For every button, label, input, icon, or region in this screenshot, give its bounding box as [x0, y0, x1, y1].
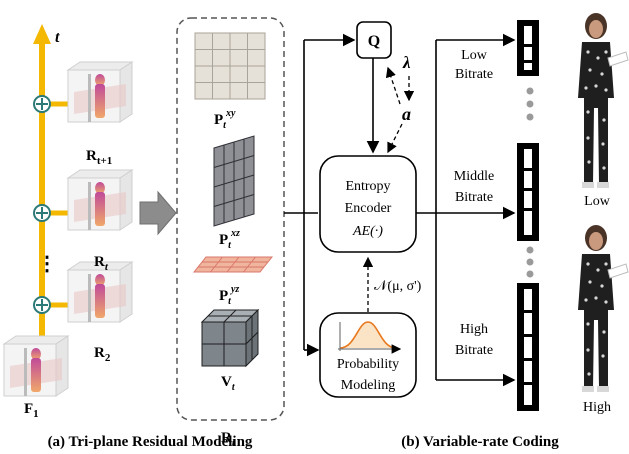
- quantizer-label: Q: [368, 33, 380, 50]
- middle-bitrate-line2: Bitrate: [455, 190, 493, 205]
- caption-left: (a) Tri-plane Residual Modeling: [48, 434, 253, 450]
- arrow-a-to-encoder: [387, 123, 403, 154]
- bitstream-middle: [517, 143, 539, 241]
- probability-modeling-box: Probability Modeling: [319, 312, 417, 398]
- dots-lower: [526, 246, 534, 278]
- encoder-line1: Entropy: [345, 179, 390, 194]
- bitstream-high: [517, 283, 539, 411]
- add-node-2: [33, 204, 51, 222]
- plane-yz-label: Ptyz: [219, 284, 239, 307]
- keyframe-thumbnail: [2, 335, 70, 397]
- render-high: [578, 225, 629, 392]
- residual-thumbnail-2: [66, 169, 134, 231]
- high-bitrate-line1: High: [460, 322, 488, 337]
- frame-label-2: R2: [94, 345, 111, 364]
- render-low: [578, 13, 629, 188]
- frame-label-t-plus-1: Rt+1: [86, 148, 112, 167]
- encoder-line3: AE(·): [352, 224, 383, 239]
- middle-bitrate-line1: Middle: [454, 169, 494, 184]
- gaussian-icon: [339, 321, 397, 349]
- dots-upper: [526, 87, 534, 121]
- flow-arrow-icon: [139, 190, 177, 236]
- prob-line1: Probability: [337, 357, 399, 372]
- residual-thumbnail-1: [66, 61, 134, 123]
- caption-right: (b) Variable-rate Coding: [401, 434, 559, 450]
- prob-line2: Modeling: [341, 378, 395, 393]
- residual-group-box: [176, 17, 285, 421]
- render-low-label: Low: [584, 194, 611, 209]
- arrow-a-to-q: [385, 66, 401, 105]
- timeline-ellipsis: ⋮: [37, 253, 57, 275]
- plane-xz-label: Ptxz: [219, 228, 240, 251]
- quantizer-box: Q: [356, 21, 392, 59]
- add-node-3: [33, 296, 51, 314]
- plane-xy-label: Ptxy: [214, 108, 236, 131]
- residual-group: Ptxy Ptxz Ptyz: [176, 17, 285, 421]
- distribution-label: 𝒩(μ, σ'): [374, 279, 422, 294]
- time-axis-arrowhead: [33, 24, 51, 44]
- render-high-label: High: [583, 400, 611, 415]
- frame-label-1: F1: [24, 401, 39, 420]
- time-axis-label: t: [55, 29, 60, 46]
- bitstream-low: [517, 20, 539, 76]
- volume-cube: [200, 308, 260, 368]
- plane-xy: [194, 32, 266, 100]
- low-bitrate-line2: Bitrate: [455, 67, 493, 82]
- low-bitrate-line1: Low: [461, 48, 488, 63]
- volume-label: Vt: [221, 374, 236, 393]
- timeline: t ⋮: [33, 24, 70, 345]
- a-label: a: [402, 104, 411, 124]
- frame-label-t: Rt: [94, 254, 109, 273]
- lambda-label: λ: [402, 53, 411, 72]
- residual-group-label: Rt: [221, 430, 236, 449]
- residual-thumbnail-3: [66, 261, 134, 323]
- add-node-1: [33, 95, 51, 113]
- high-bitrate-line2: Bitrate: [455, 343, 493, 358]
- plane-yz: [192, 256, 274, 273]
- plane-xz: [213, 135, 255, 227]
- encoder-line2: Encoder: [345, 201, 392, 216]
- entropy-encoder-box: Entropy Encoder AE(·): [319, 155, 417, 253]
